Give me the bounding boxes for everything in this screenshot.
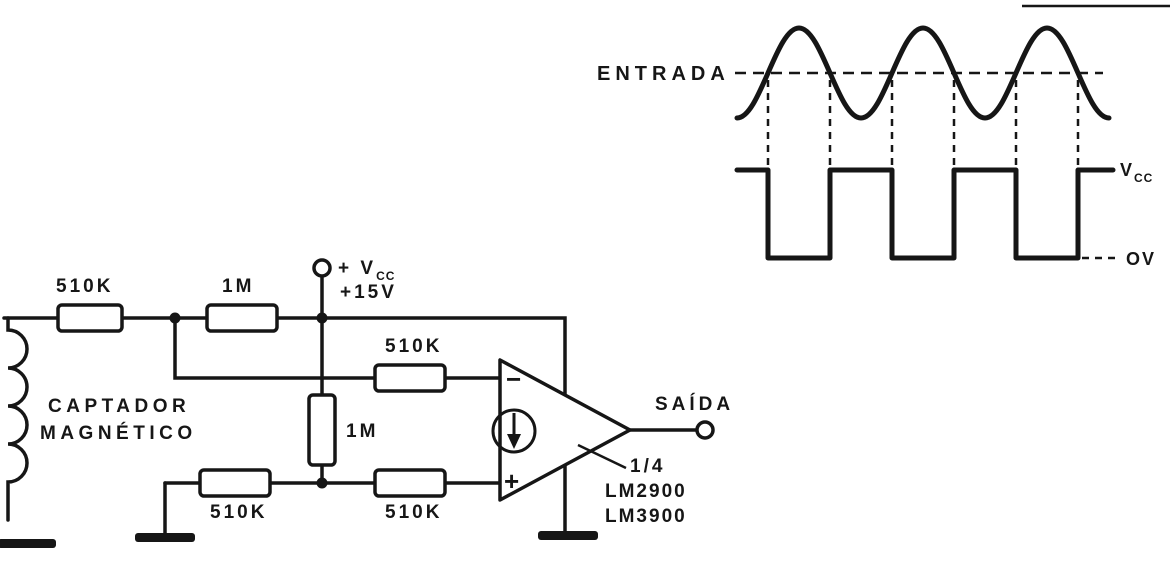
wire-top-rail (2, 316, 567, 397)
resistor-value: 510K (385, 336, 442, 357)
resistor-body (373, 468, 447, 498)
resistor-510k-middle: 510K (373, 336, 447, 393)
ground-symbol-opamp (538, 531, 598, 540)
supply-label-sub: CC (376, 269, 395, 283)
pickup-label-line2: MAGNÉTICO (40, 422, 197, 444)
output: SAÍDA (655, 393, 734, 440)
ground-symbol-coil (0, 539, 56, 548)
supply-terminal: + VCC +15V (312, 258, 397, 303)
junction-dot (316, 312, 328, 324)
part-leader-line (577, 443, 627, 470)
opamp-fraction: 1/4 (630, 456, 665, 477)
resistor-510k-bottom-right: 510K (373, 468, 447, 523)
waveform-panel: ENTRADA VCC OV (597, 25, 1156, 269)
resistor-body (307, 393, 337, 467)
inductor-coil (6, 316, 29, 522)
resistor-value: 1M (346, 421, 378, 442)
vcc-terminal (312, 258, 332, 278)
resistor-1m-vertical: 1M (307, 393, 378, 467)
current-source-icon (491, 408, 537, 454)
sine-wave (734, 25, 1112, 121)
current-source-circle (491, 408, 537, 454)
resistor-value: 510K (385, 502, 442, 523)
resistor-body (56, 303, 124, 333)
resistor-body (373, 363, 447, 393)
resistor-body (205, 303, 279, 333)
magnetic-pickup: CAPTADOR MAGNÉTICO (0, 316, 197, 548)
ground-symbol-input (135, 533, 195, 542)
junction-dot (169, 312, 181, 324)
zero-level-label: OV (1126, 249, 1156, 269)
supply-label: + VCC (338, 258, 395, 283)
vcc-level-base: V (1120, 160, 1134, 180)
current-source-arrow-head (507, 434, 521, 449)
opamp-part-line2: LM3900 (605, 506, 687, 527)
resistor-body (198, 468, 272, 498)
schematic: CAPTADOR MAGNÉTICO 510K 1M 510K 1M 510K (0, 258, 734, 548)
inverting-input-sign: − (506, 364, 521, 394)
output-label: SAÍDA (655, 393, 734, 415)
supply-voltage: +15V (340, 282, 397, 303)
resistor-510k-top-left: 510K (56, 276, 124, 333)
junction-dot (316, 477, 328, 489)
resistor-value: 1M (222, 276, 254, 297)
vcc-level-sub: CC (1134, 171, 1153, 185)
opamp-part-line1: LM2900 (605, 481, 687, 502)
noninverting-input-sign: + (504, 466, 519, 496)
resistor-1m-top: 1M (205, 276, 279, 333)
output-terminal (695, 420, 715, 440)
opamp-triangle (498, 358, 632, 502)
entrada-label: ENTRADA (597, 63, 730, 85)
supply-label-base: + V (338, 258, 376, 279)
resistor-value: 510K (210, 502, 267, 523)
vcc-level-label: VCC (1120, 160, 1153, 185)
resistor-510k-bottom-left: 510K (198, 468, 272, 523)
opamp: − + 1/4 LM2900 LM3900 (491, 358, 687, 527)
resistor-value: 510K (56, 276, 113, 297)
pickup-label-line1: CAPTADOR (48, 396, 190, 417)
square-wave (734, 167, 1116, 261)
